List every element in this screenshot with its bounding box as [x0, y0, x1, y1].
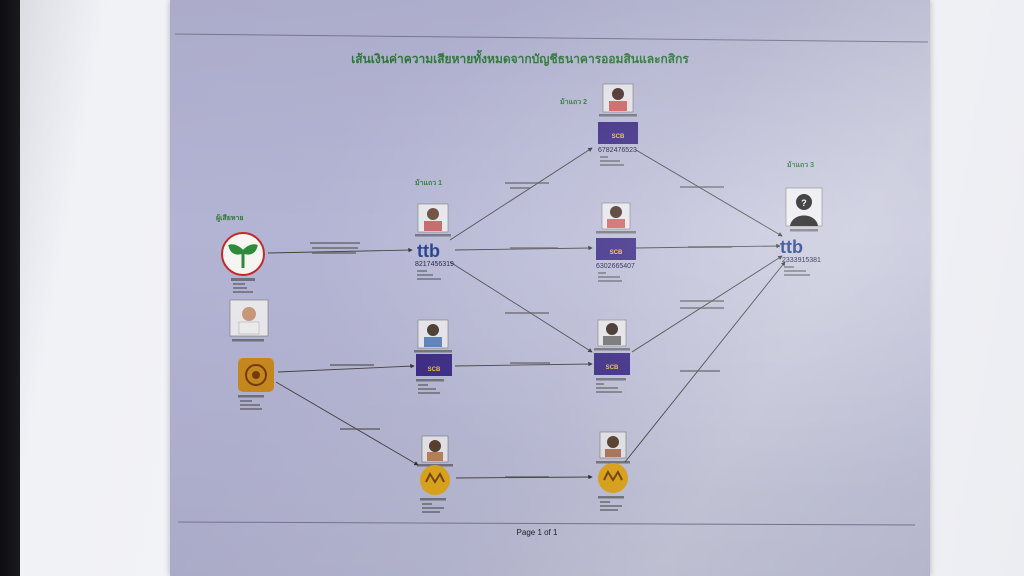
- scb-logo-tier2-top: SCB: [612, 134, 625, 140]
- account-ttb-tier3: 2333915381: [782, 257, 821, 264]
- svg-text:?: ?: [801, 198, 807, 208]
- edge-scb1-scblow: [454, 361, 593, 367]
- account-scb-mid: 6302665407: [596, 263, 635, 270]
- node-victim-gsb: [238, 358, 274, 410]
- edge-krungsri-ttb3: [624, 261, 786, 463]
- node-victim-kbank: [221, 232, 265, 293]
- account-ttb-tier1: 8217456319: [415, 261, 454, 268]
- group-label-tier2: ม้าแถว 2: [560, 97, 587, 106]
- edge-ttb-scbtop: [449, 147, 593, 241]
- node-tier2-scb-mid: SCB 6302665407: [596, 202, 636, 282]
- node-tier2-scb-low: SCB: [594, 319, 630, 393]
- top-rule: [174, 33, 929, 43]
- node-tier1-scb: SCB: [414, 319, 452, 394]
- scb-logo-tier2-mid: SCB: [610, 250, 623, 256]
- node-tier3-ttb: ? ttb 2333915381: [780, 187, 823, 276]
- edge-scblow-ttb3: [631, 255, 783, 353]
- page-number: Page 1 of 1: [517, 528, 558, 537]
- node-tier2-scb-top: SCB 6782476523: [598, 83, 638, 166]
- group-label-tier3: ม้าแถว 3: [787, 160, 814, 169]
- node-tier1-krungsri: [417, 435, 453, 513]
- diagram-title: เส้นเงินค่าความเสียหายทั้งหมดจากบัญชีธนา…: [351, 49, 689, 66]
- bottom-rule: [177, 521, 916, 526]
- node-tier2-krungsri: [596, 431, 630, 511]
- edge-kbank-ttb: [267, 247, 413, 254]
- scb-logo-tier1: SCB: [428, 367, 441, 373]
- scb-logo-tier2-low: SCB: [606, 365, 619, 371]
- edge-label-marks: [310, 182, 732, 478]
- edge-gsb-krungsri1: [275, 381, 419, 466]
- edge-scbtop-ttb3: [635, 149, 783, 237]
- group-label-tier1: ม้าแถว 1: [415, 178, 442, 187]
- ttb-logo-tier3: ttb: [780, 237, 803, 257]
- account-scb-top: 6782476523: [598, 147, 637, 154]
- printed-paper: [170, 0, 930, 576]
- node-tier1-ttb: ttb 8217456319: [415, 203, 454, 280]
- ttb-logo-tier1: ttb: [417, 241, 440, 261]
- group-label-victim: ผู้เสียหาย: [216, 213, 244, 223]
- edge-gsb-scb1: [277, 363, 415, 373]
- edge-ttb-scblow: [449, 261, 593, 353]
- victim-photo: [229, 299, 269, 342]
